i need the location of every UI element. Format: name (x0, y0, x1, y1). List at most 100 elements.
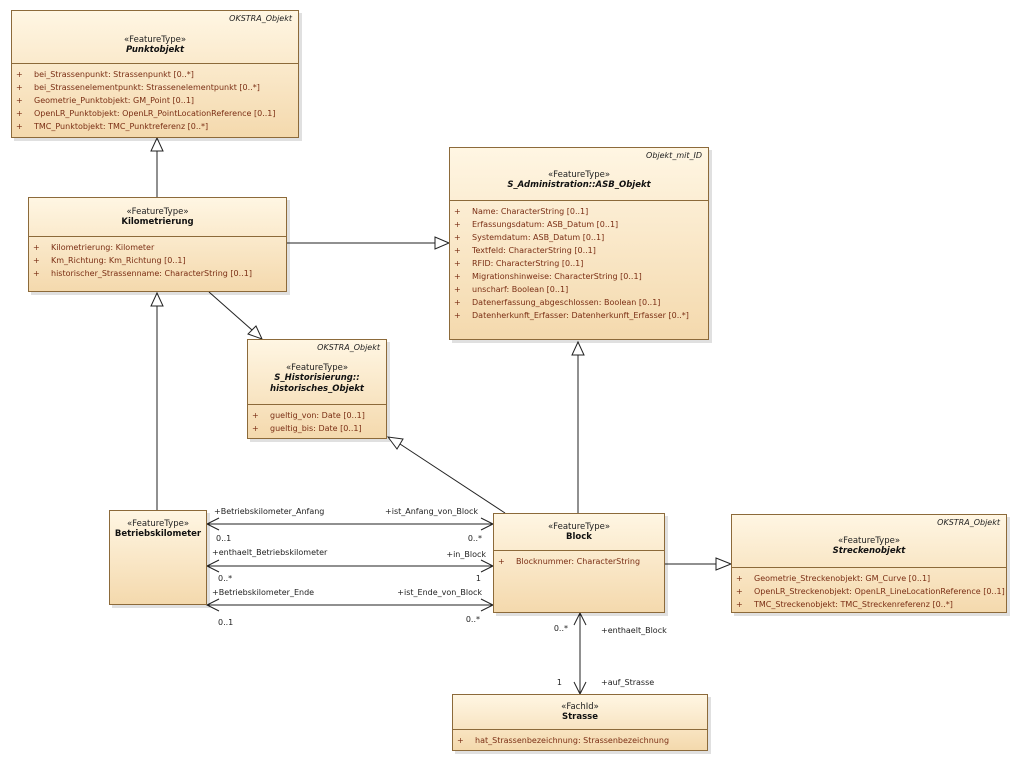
attribute-list: +hat_Strassenbezeichnung: Strassenbezeic… (453, 729, 707, 747)
class-streckenobjekt[interactable]: OKSTRA_Objekt «FeatureType» Streckenobje… (731, 514, 1007, 613)
class-name-line1: S_Historisierung:: (274, 373, 360, 383)
attribute-row: + Erfassungsdatum: ASB_Datum [0..1] (450, 218, 708, 231)
visibility-marker: + (33, 256, 40, 265)
attribute-text: OpenLR_Streckenobjekt: OpenLR_LineLocati… (754, 587, 1005, 596)
class-name: S_Administration::ASB_Objekt (507, 180, 651, 190)
attribute-row: +Blocknummer: CharacterString (494, 555, 664, 568)
attribute-row: +Kilometrierung: Kilometer (29, 241, 286, 254)
role-ist-anfang-von-block: +ist_Anfang_von_Block (385, 507, 478, 516)
class-stereotype: «FeatureType» (126, 207, 189, 217)
class-name: Kilometrierung (121, 217, 194, 227)
attribute-text: Erfassungsdatum: ASB_Datum [0..1] (472, 220, 619, 229)
visibility-marker: + (454, 246, 461, 255)
attribute-text: gueltig_bis: Date [0..1] (270, 424, 362, 433)
attribute-text: Datenerfassung_abgeschlossen: Boolean [0… (472, 298, 661, 307)
class-stereotype: «FeatureType» (285, 363, 349, 373)
role-betriebskilometer-anfang: +Betriebskilometer_Anfang (214, 507, 324, 516)
attribute-text: bei_Strassenpunkt: Strassenpunkt [0..*] (34, 70, 194, 79)
class-stereotype: «FeatureType» (123, 35, 187, 45)
attribute-text: historischer_Strassenname: CharacterStri… (51, 269, 252, 278)
generalization-arrowhead (715, 557, 733, 571)
role-ist-ende-von-block: +ist_Ende_von_Block (397, 588, 482, 597)
attribute-row: + Datenherkunft_Erfasser: Datenherkunft_E… (450, 309, 708, 322)
attribute-text: hat_Strassenbezeichnung: Strassenbezeich… (475, 736, 670, 745)
mult-anfang-left: 0..1 (216, 534, 231, 543)
visibility-marker: + (454, 220, 461, 229)
role-betriebskilometer-ende: +Betriebskilometer_Ende (212, 588, 314, 597)
class-name: Strasse (562, 712, 598, 722)
class-name: Block (566, 532, 592, 542)
generalization-block-historisch (399, 443, 506, 514)
attribute-text: Blocknummer: CharacterString (516, 557, 641, 566)
role-in-block: +in_Block (446, 550, 486, 559)
attribute-text: Km_Richtung: Km_Richtung [0..1] (51, 256, 186, 265)
visibility-marker: + (736, 600, 743, 609)
class-betriebskilometer[interactable]: «FeatureType» Betriebskilometer (109, 510, 207, 605)
mult-ende-right: 0..* (466, 615, 480, 624)
attribute-list: +Blocknummer: CharacterString (494, 550, 664, 568)
attribute-row: + Datenerfassung_abgeschlossen: Boolean [… (450, 296, 708, 309)
attribute-row: +Migrationshinweise: CharacterString [0.… (450, 270, 708, 283)
generalization-arrowhead (150, 291, 164, 307)
mult-ende-left: 0..1 (218, 618, 233, 627)
class-historisches-objekt[interactable]: OKSTRA_Objekt «FeatureType» S_Historisie… (247, 339, 387, 439)
class-tag: Objekt_mit_ID (646, 151, 702, 160)
attribute-text: RFID: CharacterString [0..1] (472, 259, 584, 268)
mult-strasse-bottom: 1 (557, 678, 562, 687)
attribute-row: +OpenLR_Streckenobjekt: OpenLR_LineLocat… (732, 585, 1006, 598)
class-block[interactable]: «FeatureType» Block +Blocknummer: Charac… (493, 513, 665, 613)
attribute-text: Geometrie_Streckenobjekt: GM_Curve [0..1… (754, 574, 931, 583)
attribute-text: Datenherkunft_Erfasser: Datenherkunft_Er… (472, 311, 689, 320)
attribute-text: Systemdatum: ASB_Datum [0..1] (472, 233, 605, 242)
attribute-list: + Geometrie_Streckenobjekt: GM_Curve [0..… (732, 567, 1006, 611)
class-tag: OKSTRA_Objekt (317, 343, 380, 352)
attribute-list: +gueltig_von: Date [0..1]+gueltig_bis: D… (248, 404, 386, 435)
class-stereotype: «FeatureType» (126, 519, 190, 529)
visibility-marker: + (16, 109, 23, 118)
attribute-row: +TMC_Punktobjekt: TMC_Punktreferenz [0..… (12, 120, 298, 133)
attribute-list: + bei_Strassenpunkt: Strassenpunkt [0..*]… (12, 63, 298, 133)
mult-enthaelt-left: 0..* (218, 574, 232, 583)
generalization-arrowhead (386, 436, 404, 450)
attribute-list: +Kilometrierung: Kilometer + Km_Richtung: … (29, 236, 286, 280)
visibility-marker: + (16, 96, 23, 105)
class-name: Punktobjekt (125, 45, 185, 55)
attribute-row: +gueltig_von: Date [0..1] (248, 409, 386, 422)
visibility-marker: + (454, 311, 461, 320)
attribute-text: TMC_Streckenobjekt: TMC_Streckenreferenz… (754, 600, 953, 609)
attribute-text: Geometrie_Punktobjekt: GM_Point [0..1] (34, 96, 195, 105)
role-enthaelt-betriebskilometer: +enthaelt_Betriebskilometer (212, 548, 328, 557)
class-name: Streckenobjekt (832, 546, 906, 556)
class-strasse[interactable]: «FachId» Strasse +hat_Strassenbezeichnun… (452, 694, 708, 751)
mult-strasse-top: 0..* (554, 624, 568, 633)
class-asb-objekt[interactable]: Objekt_mit_ID «FeatureType» S_Administra… (449, 147, 709, 340)
role-auf-strasse: +auf_Strasse (601, 678, 654, 687)
class-name-line2: historisches_Objekt (270, 384, 364, 394)
attribute-row: +Systemdatum: ASB_Datum [0..1] (450, 231, 708, 244)
class-name: Betriebskilometer (114, 529, 202, 539)
attribute-row: + unscharf: Boolean [0..1] (450, 283, 708, 296)
mult-enthaelt-right: 1 (476, 574, 481, 583)
attribute-row: + TMC_Streckenobjekt: TMC_Streckenreferen… (732, 598, 1006, 611)
visibility-marker: + (454, 272, 461, 281)
attribute-row: + Geometrie_Punktobjekt: GM_Point [0..1] (12, 94, 298, 107)
attribute-row: +OpenLR_Punktobjekt: OpenLR_PointLocatio… (12, 107, 298, 120)
visibility-marker: + (454, 285, 461, 294)
attribute-text: Textfeld: CharacterString [0..1] (472, 246, 596, 255)
attribute-text: unscharf: Boolean [0..1] (472, 285, 569, 294)
visibility-marker: + (252, 411, 259, 420)
class-punktobjekt[interactable]: OKSTRA_Objekt «FeatureType» Punktobjekt … (11, 10, 299, 138)
class-kilometrierung[interactable]: «FeatureType» Kilometrierung +Kilometrie… (28, 197, 287, 292)
class-tag: OKSTRA_Objekt (937, 518, 1000, 527)
attribute-row: +gueltig_bis: Date [0..1] (248, 422, 386, 435)
generalization-kilometrierung-historisch (208, 291, 253, 331)
visibility-marker: + (454, 298, 461, 307)
attribute-row: + Textfeld: CharacterString [0..1] (450, 244, 708, 257)
visibility-marker: + (16, 70, 23, 79)
visibility-marker: + (454, 207, 461, 216)
attribute-text: bei_Strassenelementpunkt: Strassenelemen… (34, 83, 260, 92)
attribute-row: +RFID: CharacterString [0..1] (450, 257, 708, 270)
role-enthaelt-block: +enthaelt_Block (601, 626, 667, 635)
visibility-marker: + (16, 83, 23, 92)
